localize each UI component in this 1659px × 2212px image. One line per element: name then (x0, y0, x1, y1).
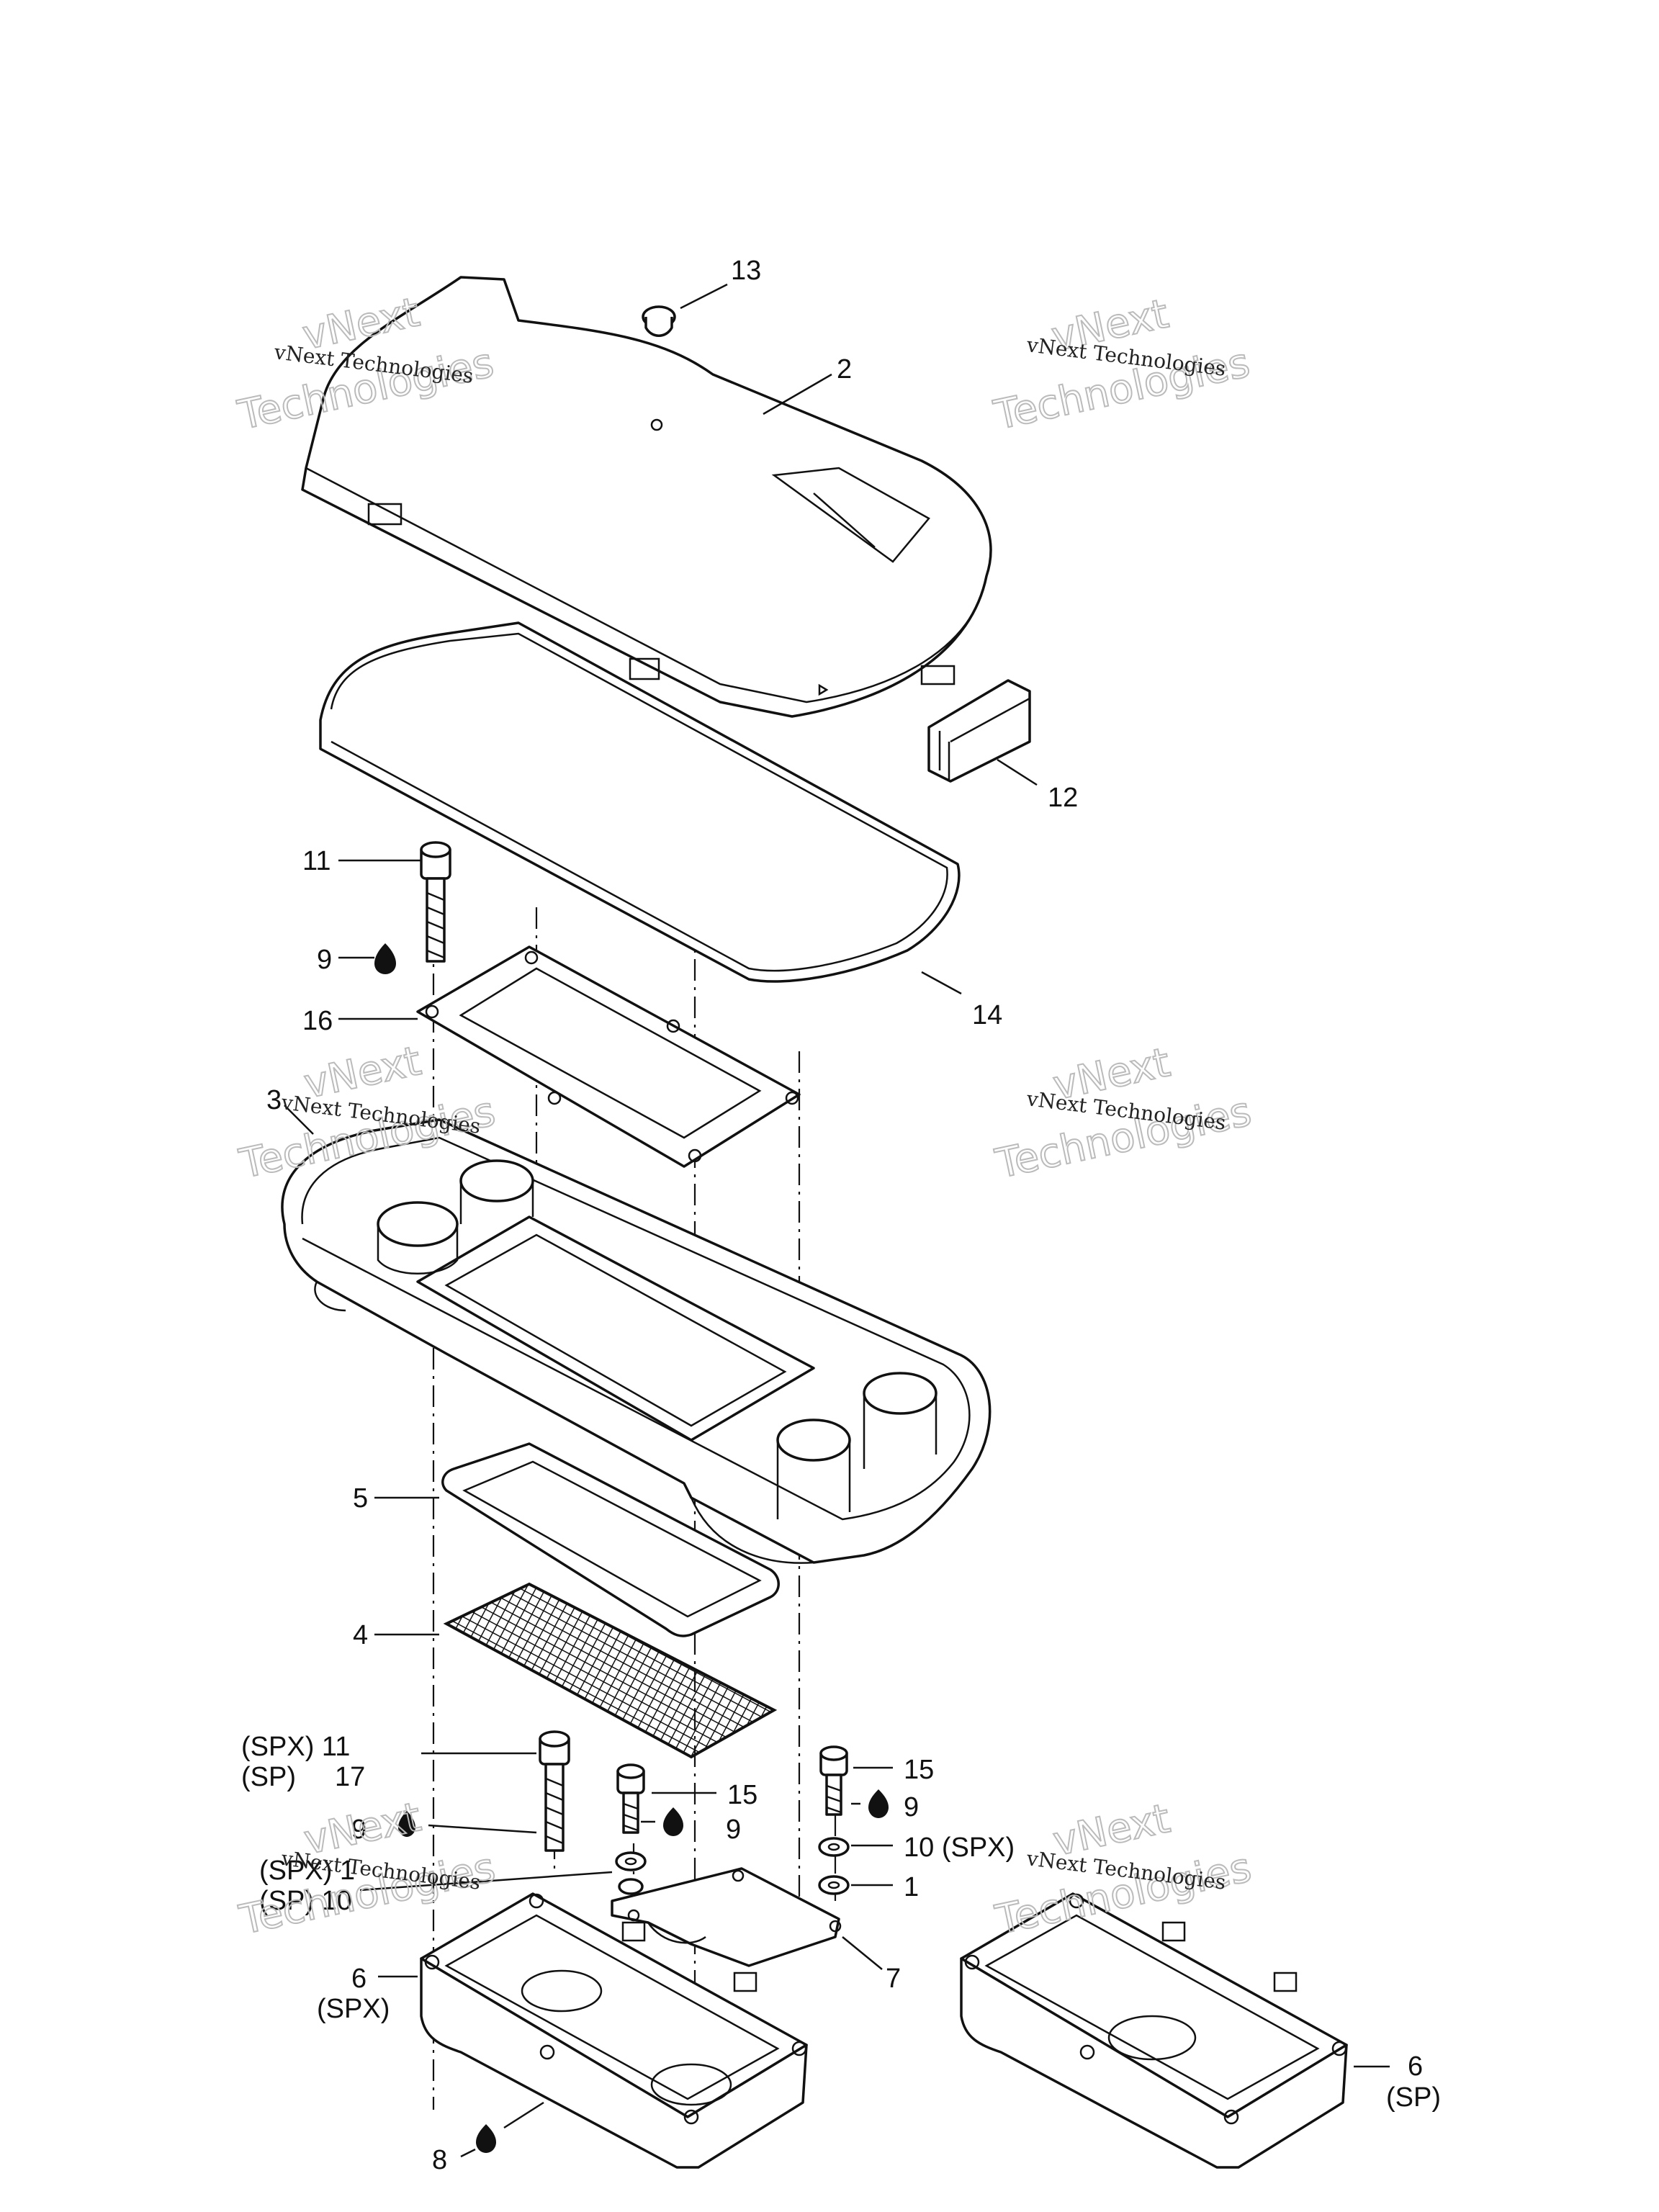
drop-icon (476, 2124, 496, 2153)
callout-9-center: 9 (726, 1815, 741, 1845)
callout-16: 16 (302, 1006, 333, 1036)
drop-icon (868, 1789, 889, 1818)
callout-8: 8 (432, 2145, 447, 2175)
callout-1-right: 1 (904, 1872, 919, 1902)
filter-seal-part-14 (319, 621, 961, 983)
gasket-part-5 (441, 1442, 780, 1637)
drop-icon (663, 1807, 683, 1836)
screw-part-11 (420, 841, 451, 963)
callout-15-center: 15 (727, 1780, 757, 1810)
cover-part-2 (301, 276, 992, 718)
bracket-part-7 (611, 1867, 842, 1967)
callout-17: 17 (335, 1762, 365, 1792)
callout-6-spx: 6 (351, 1964, 367, 1994)
callout-3: 3 (266, 1085, 282, 1115)
drop-icon (374, 943, 396, 974)
callout-10-spx: 10 (SPX) (904, 1833, 1015, 1863)
drop-icon (398, 1811, 415, 1837)
callout-2: 2 (837, 354, 852, 385)
callout-6-sp-variant: (SP) (1386, 2082, 1441, 2113)
gasket-part-16 (416, 945, 801, 1168)
screw-part-15-right (818, 1745, 850, 1895)
screen-part-4 (443, 1582, 778, 1759)
screw-part-11-17 (539, 1730, 570, 1852)
callout-9-top: 9 (317, 945, 332, 975)
screw-part-15-center (615, 1763, 647, 1895)
callout-15-right: 15 (904, 1755, 934, 1785)
callout-13: 13 (731, 256, 761, 286)
lower-housing-part-6-spx (420, 1892, 808, 2169)
callout-10-sp: (SP) 10 (259, 1886, 352, 1916)
callout-1-spx: (SPX) 1 (259, 1856, 355, 1886)
callout-6-sp: 6 (1408, 2051, 1423, 2082)
callouts: 13 2 12 11 9 16 14 3 5 4 (SPX) 11 (SP) 1… (241, 256, 1441, 2175)
housing-part-3 (281, 1118, 992, 1564)
callout-5: 5 (353, 1483, 368, 1514)
callout-17-sp-prefix: (SP) (241, 1762, 296, 1792)
callout-9-right: 9 (904, 1792, 919, 1822)
callout-12: 12 (1048, 783, 1078, 813)
callout-7: 7 (886, 1964, 901, 1994)
callout-4: 4 (353, 1620, 368, 1650)
callout-11-spx: (SPX) 11 (241, 1732, 350, 1762)
leader-lines (284, 283, 1390, 2158)
plug-part-13 (642, 305, 676, 337)
clip-part-12 (927, 679, 1031, 783)
callout-11-top: 11 (302, 846, 331, 876)
callout-6-spx-variant: (SPX) (317, 1994, 390, 2024)
callout-9-left: 9 (351, 1815, 367, 1845)
lower-housing-part-6-sp (960, 1892, 1348, 2169)
callout-14: 14 (972, 1000, 1002, 1030)
